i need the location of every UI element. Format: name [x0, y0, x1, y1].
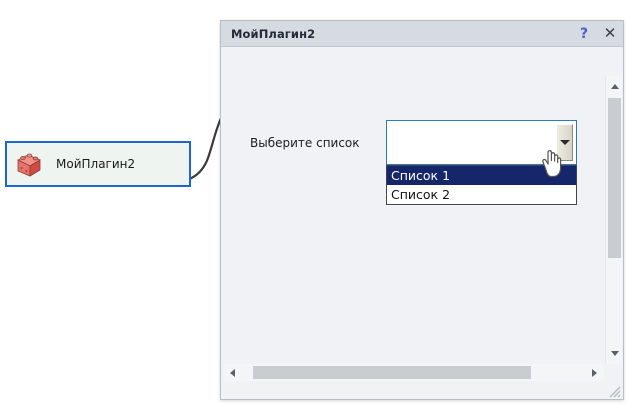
help-icon[interactable]: ?: [579, 25, 589, 42]
triangle-up-glyph: [610, 84, 619, 89]
dropdown-option-1[interactable]: Список 1: [387, 166, 576, 185]
combo-label: Выберите список: [250, 136, 360, 150]
list-select-combobox[interactable]: [386, 120, 577, 165]
dialog-titlebar[interactable]: МойПлагин2 ? ✕: [221, 21, 623, 47]
plugin-dialog-window[interactable]: МойПлагин2 ? ✕ Выберите список Список 1 …: [220, 20, 624, 400]
vertical-scrollbar[interactable]: [605, 76, 622, 364]
scroll-right-arrow-icon[interactable]: [586, 364, 603, 381]
graph-node-myplugin2[interactable]: МойПлагин2: [5, 141, 191, 187]
vertical-scrollbar-thumb[interactable]: [608, 98, 621, 258]
horizontal-scrollbar-thumb[interactable]: [253, 366, 531, 379]
dialog-title: МойПлагин2: [231, 26, 316, 41]
triangle-right-glyph: [592, 368, 597, 377]
triangle-down-glyph: [610, 351, 619, 356]
scroll-up-arrow-icon[interactable]: [606, 78, 623, 95]
triangle-left-glyph: [230, 368, 235, 377]
plugin-cube-icon: [14, 149, 44, 179]
dialog-client-area: Выберите список Список 1 Список 2: [221, 48, 623, 399]
chevron-down-glyph: [559, 140, 570, 145]
chevron-down-icon[interactable]: [556, 124, 573, 161]
horizontal-scrollbar[interactable]: [223, 364, 604, 381]
scroll-left-arrow-icon[interactable]: [224, 364, 241, 381]
scroll-down-arrow-icon[interactable]: [606, 345, 623, 362]
resize-grip-icon[interactable]: [607, 383, 621, 398]
dropdown-option-2[interactable]: Список 2: [391, 187, 451, 202]
graph-node-label: МойПлагин2: [56, 157, 136, 171]
close-icon[interactable]: ✕: [603, 24, 617, 42]
dropdown-options-list[interactable]: Список 1 Список 2: [386, 165, 577, 205]
